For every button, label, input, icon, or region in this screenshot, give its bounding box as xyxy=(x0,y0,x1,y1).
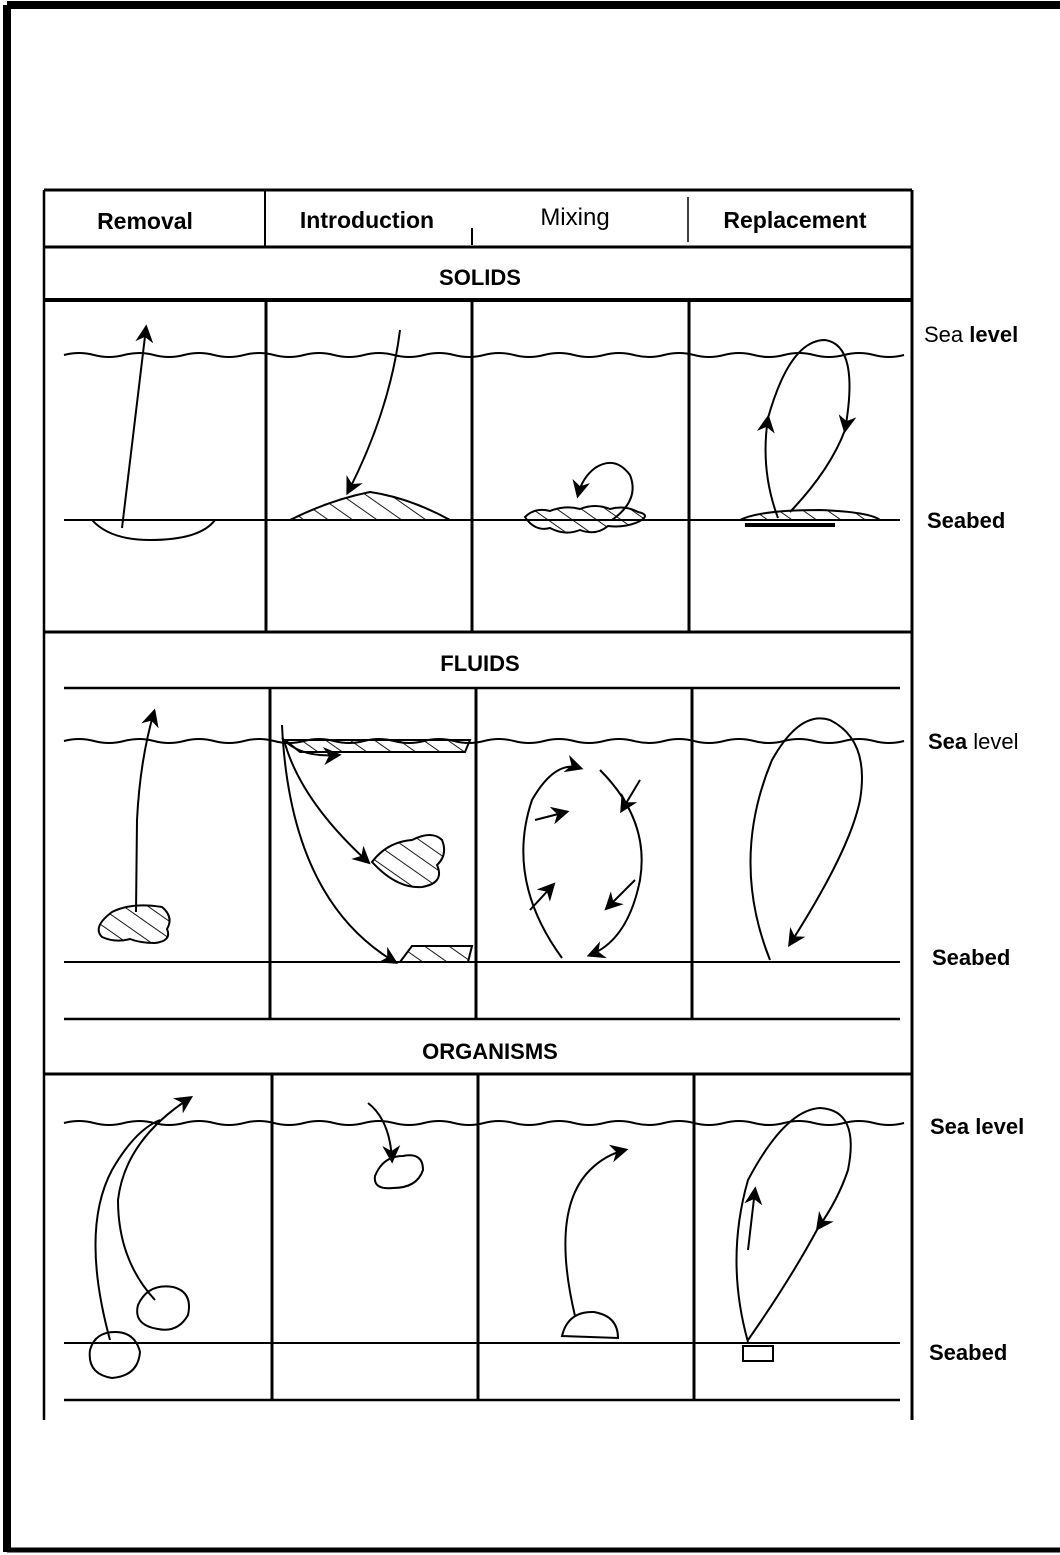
replacement-loop-org xyxy=(737,1108,851,1342)
col-header-introduction: Introduction xyxy=(282,207,452,234)
seabed-deposit xyxy=(400,946,472,962)
removal-arrow-a xyxy=(95,1120,160,1340)
table-grid xyxy=(44,190,912,1420)
subsurface-plume xyxy=(372,835,444,887)
removal-arrow-b xyxy=(118,1098,190,1300)
mixing-patch xyxy=(525,506,645,533)
organisms-sea-level-label: Sea level xyxy=(930,1114,1024,1140)
solids-sea-level-line xyxy=(64,353,904,357)
organism-introduced xyxy=(375,1155,423,1188)
replacement-lens xyxy=(740,510,880,520)
mixing-arrow-org xyxy=(565,1150,625,1316)
fluids-panel xyxy=(64,712,904,962)
deposit-arrow xyxy=(282,725,395,962)
section-title-solids: SOLIDS xyxy=(380,265,580,291)
removal-pit xyxy=(92,520,215,540)
organism-mixing xyxy=(562,1312,618,1338)
col-header-mixing: Mixing xyxy=(490,204,660,232)
col-header-removal: Removal xyxy=(60,208,230,235)
replacement-down-line xyxy=(790,430,845,512)
organisms-sea-level-line xyxy=(64,1121,904,1125)
section-title-fluids: FLUIDS xyxy=(380,651,580,677)
fluids-sea-level-label: Sea level xyxy=(928,729,1019,755)
solids-seabed-label: Seabed xyxy=(927,508,1005,534)
removal-arrow xyxy=(122,328,146,528)
removal-plume xyxy=(99,905,170,943)
mixing-cycle-right xyxy=(590,770,642,955)
organism-replacement xyxy=(743,1346,773,1361)
solids-panel xyxy=(64,328,904,540)
mixing-cycle xyxy=(523,767,580,958)
organisms-seabed-label: Seabed xyxy=(929,1340,1007,1366)
fluids-seabed-label: Seabed xyxy=(932,945,1010,971)
fluids-sea-level-line xyxy=(64,739,904,743)
organism-a xyxy=(90,1332,140,1378)
organisms-panel xyxy=(64,1098,904,1378)
page-border xyxy=(7,5,1060,1552)
col-header-replacement: Replacement xyxy=(700,207,890,234)
section-title-organisms: ORGANISMS xyxy=(370,1039,610,1065)
replacement-up-arrow xyxy=(766,418,778,518)
introduction-mound xyxy=(290,492,450,520)
plume-arrow xyxy=(284,740,368,862)
surface-slick xyxy=(285,740,470,752)
fluids-removal-arrow xyxy=(136,712,154,912)
solids-sea-level-label: Sea level xyxy=(924,322,1018,348)
fluids-replacement-loop xyxy=(750,718,862,960)
introduction-arrow-org xyxy=(368,1103,392,1160)
organism-b xyxy=(137,1286,189,1329)
